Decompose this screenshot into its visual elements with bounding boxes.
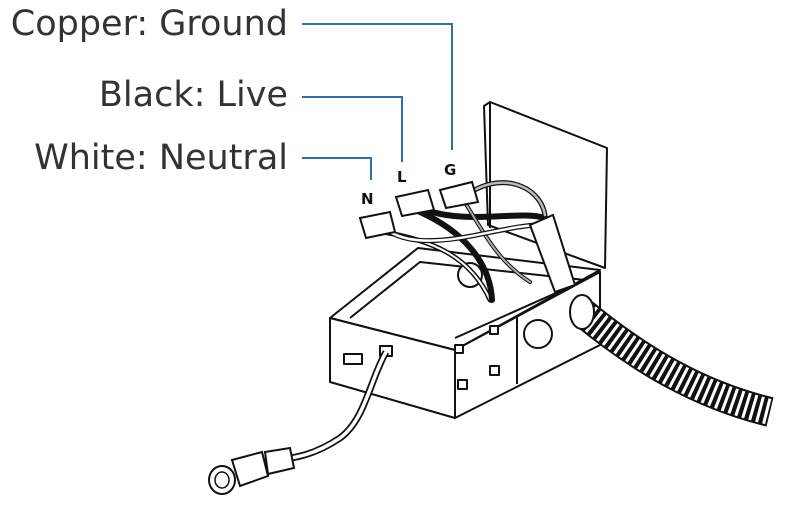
leader-live: [302, 96, 403, 162]
cable-sheath: [528, 213, 577, 294]
flexible-conduit: [569, 294, 774, 427]
leader-neutral: [302, 157, 372, 180]
leader-lines: [302, 23, 453, 180]
leader-ground: [302, 23, 453, 150]
wires: [380, 180, 548, 303]
power-cord: [208, 350, 390, 495]
terminal-label-n: N: [361, 190, 374, 208]
terminal-label-l: L: [397, 168, 407, 186]
label-black-live: Black: Live: [98, 75, 288, 115]
label-copper-ground: Copper: Ground: [10, 4, 288, 44]
terminal-label-g: G: [444, 161, 457, 179]
label-white-neutral: White: Neutral: [34, 138, 288, 178]
wire-connectors: [358, 180, 480, 240]
